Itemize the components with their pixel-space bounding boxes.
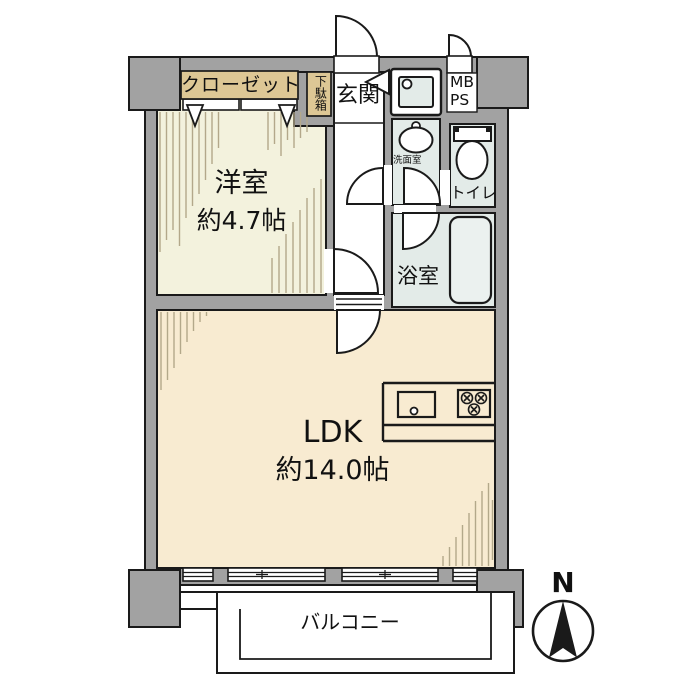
kitchen-sink-drain-icon bbox=[409, 406, 419, 416]
washroom-sink bbox=[398, 126, 434, 154]
toilet-bowl bbox=[455, 140, 489, 180]
toilet-tank bbox=[453, 126, 492, 142]
pillar-top-left bbox=[128, 56, 181, 111]
closet-label: クローゼット bbox=[181, 74, 302, 96]
hatch-ldk-left bbox=[160, 312, 208, 390]
compass-needle-icon bbox=[549, 601, 577, 658]
window-tracks bbox=[183, 571, 477, 578]
hatch-western-left bbox=[159, 112, 220, 252]
entrance-door-swing bbox=[335, 14, 379, 58]
meter-box-label: MB PS bbox=[450, 73, 475, 110]
pillar-bottom-left bbox=[128, 569, 181, 628]
washroom-door-swing bbox=[345, 166, 384, 205]
western-room-area: 約4.7帖 bbox=[196, 206, 287, 236]
toilet-door-gap bbox=[440, 170, 450, 205]
meter-box-door-swing bbox=[448, 33, 473, 58]
shoe-cabinet-box bbox=[306, 71, 332, 117]
washroom-label: 洗面室 bbox=[393, 155, 422, 166]
washer-drain-icon bbox=[401, 78, 413, 90]
ldk-door-swing bbox=[336, 309, 382, 355]
western-room-label: 洋室 bbox=[214, 168, 269, 199]
toilet-label: トイレ bbox=[450, 184, 497, 202]
closet-label-box bbox=[180, 70, 299, 100]
meter-box-door-leaf bbox=[446, 55, 473, 74]
compass-north-label: N bbox=[551, 566, 575, 599]
window-4 bbox=[452, 567, 478, 582]
entry-arrow-icon bbox=[363, 68, 390, 96]
closet-door-triangle-right bbox=[277, 104, 297, 129]
window-1 bbox=[182, 567, 214, 582]
entrance-label: 玄関 bbox=[335, 83, 380, 108]
windows bbox=[182, 567, 478, 582]
hatch-western-right bbox=[271, 179, 322, 293]
meter-box-line1: MB bbox=[450, 73, 475, 91]
hatch-ldk-right bbox=[442, 483, 494, 566]
stove-burners-icon bbox=[460, 391, 488, 416]
closet-door-triangle-left bbox=[185, 104, 205, 129]
meter-box-line2: PS bbox=[450, 90, 470, 109]
ldk-label: LDK bbox=[302, 415, 363, 450]
entrance-door-leaf bbox=[333, 55, 380, 74]
balcony-inner-wall bbox=[239, 592, 492, 660]
kitchen-sink bbox=[396, 390, 437, 419]
meter-box bbox=[446, 72, 478, 113]
western-door-swing bbox=[333, 247, 380, 294]
toilet-door-swing bbox=[403, 166, 442, 205]
kitchen-counter bbox=[381, 381, 495, 443]
window-2 bbox=[227, 567, 326, 582]
ldk-area: 約14.0帖 bbox=[275, 455, 390, 486]
bathroom-label: 浴室 bbox=[397, 264, 439, 288]
ldk-label-block: LDK 約14.0帖 bbox=[235, 415, 430, 487]
window-slide-marks bbox=[256, 570, 391, 579]
balcony-outline bbox=[179, 591, 515, 674]
pillar-top-right bbox=[476, 56, 529, 109]
room-ldk bbox=[156, 309, 496, 569]
balcony-label: バルコニー bbox=[300, 610, 400, 634]
hatch-lines bbox=[159, 112, 494, 566]
bath-door-gap bbox=[394, 205, 436, 213]
bathtub bbox=[448, 215, 493, 305]
compass bbox=[531, 599, 595, 663]
toilet-tank-corner-right bbox=[486, 128, 490, 132]
western-room-label-block: 洋室 約4.7帖 bbox=[157, 168, 326, 236]
toilet-tank-corner-left bbox=[455, 128, 459, 132]
stove bbox=[456, 388, 492, 419]
ldk-door-gap bbox=[334, 295, 384, 310]
balcony-step bbox=[179, 591, 218, 610]
bath-door-swing bbox=[402, 212, 441, 251]
ldk-door-threshold bbox=[336, 298, 382, 306]
shoe-cabinet-label: 下駄箱 bbox=[313, 75, 328, 111]
washroom-door-gap bbox=[384, 165, 392, 205]
